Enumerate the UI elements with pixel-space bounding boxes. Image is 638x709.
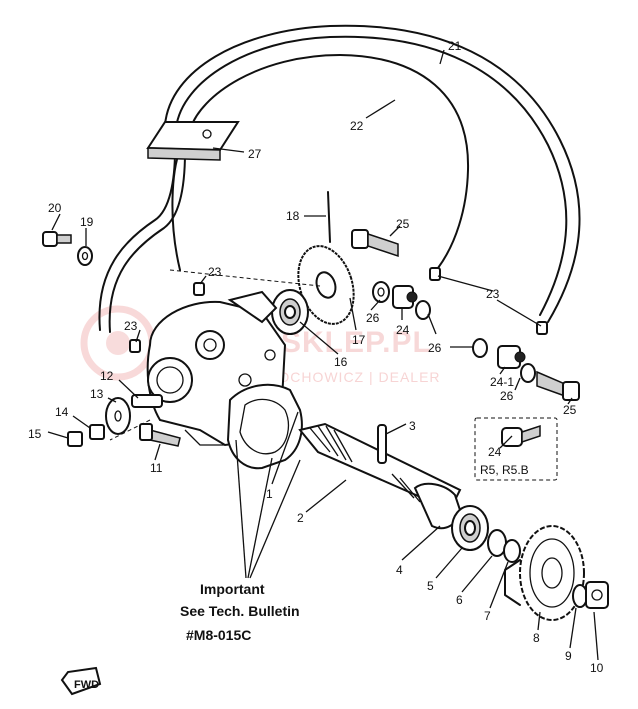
callout-12: 12 xyxy=(100,369,114,383)
callout-27: 27 xyxy=(248,147,262,161)
nut-10 xyxy=(585,581,609,609)
leader-lines xyxy=(47,49,599,661)
pin-18 xyxy=(327,191,331,243)
watermark-logo-dot xyxy=(106,331,130,355)
callout-26-lower: 26 xyxy=(500,389,514,403)
washer-26-lower xyxy=(472,338,536,383)
callout-8: 8 xyxy=(533,631,540,645)
callout-4: 4 xyxy=(396,563,403,577)
callout-5: 5 xyxy=(427,579,434,593)
washer-9 xyxy=(572,584,588,608)
callout-21: 21 xyxy=(448,39,462,53)
variant-box-label: R5, R5.B xyxy=(480,463,529,477)
washer-13 xyxy=(105,397,131,435)
bolt-11 xyxy=(139,423,181,447)
callout-23-right: 23 xyxy=(486,287,500,301)
bearing-5 xyxy=(451,505,489,551)
callouts: 1 2 3 4 5 6 7 8 9 10 11 12 13 14 15 16 1… xyxy=(28,39,604,675)
callout-19: 19 xyxy=(80,215,94,229)
washer-26-mid xyxy=(415,300,431,320)
fwd-arrow-icon: FWD xyxy=(60,666,102,696)
pipe-ends xyxy=(129,267,548,353)
callout-15: 15 xyxy=(28,427,42,441)
fwd-label: FWD xyxy=(74,679,99,691)
callout-23-left: 23 xyxy=(124,319,138,333)
callout-17: 17 xyxy=(352,333,366,347)
callout-18: 18 xyxy=(286,209,300,223)
nut-15 xyxy=(67,431,83,447)
callout-26-top: 26 xyxy=(366,311,380,325)
callout-25-top: 25 xyxy=(396,217,410,231)
callout-14: 14 xyxy=(55,405,69,419)
callout-1: 1 xyxy=(266,487,273,501)
callout-3: 3 xyxy=(409,419,416,433)
callout-13: 13 xyxy=(90,387,104,401)
gasket-1 xyxy=(226,383,303,470)
note-line-2: See Tech. Bulletin xyxy=(180,603,300,619)
callout-2: 2 xyxy=(297,511,304,525)
bolt-25-lower xyxy=(536,370,580,401)
callout-20: 20 xyxy=(48,201,62,215)
callout-6: 6 xyxy=(456,593,463,607)
washer-26-top xyxy=(372,281,390,303)
bolt-25-top xyxy=(351,229,399,258)
callout-10: 10 xyxy=(590,661,604,675)
callout-16: 16 xyxy=(334,355,348,369)
important-note: Important See Tech. Bulletin #M8-015C xyxy=(180,581,300,643)
nut-14 xyxy=(89,424,105,440)
note-line-1: Important xyxy=(200,581,265,597)
pipe-22 xyxy=(98,54,470,333)
callout-23-mid: 23 xyxy=(208,265,222,279)
variant-box: R5, R5.B xyxy=(474,417,558,481)
callout-11: 11 xyxy=(150,461,163,475)
fitting-24-top xyxy=(392,285,418,309)
callout-24-top: 24 xyxy=(396,323,410,337)
callout-24-1: 24-1 xyxy=(490,375,514,389)
callout-25-lower: 25 xyxy=(563,403,577,417)
washer-19 xyxy=(77,246,93,266)
watermark-sub: KOCHOWICZ | DEALER xyxy=(268,369,441,385)
callout-22: 22 xyxy=(350,119,364,133)
gear-17 xyxy=(297,245,355,325)
gear-8 xyxy=(504,525,585,621)
note-line-3: #M8-015C xyxy=(186,627,251,643)
bolt-20 xyxy=(42,231,72,247)
bearing-16 xyxy=(271,289,309,335)
banjo-24-1 xyxy=(497,345,526,369)
callout-7: 7 xyxy=(484,609,491,623)
clamp-27 xyxy=(146,121,240,161)
callout-24-box: 24 xyxy=(488,445,502,459)
shaft-12 xyxy=(131,394,163,408)
pin-3 xyxy=(377,424,387,464)
pipe-21 xyxy=(164,24,581,323)
callout-9: 9 xyxy=(565,649,572,663)
washer-7 xyxy=(503,539,521,563)
callout-26-mid: 26 xyxy=(428,341,442,355)
